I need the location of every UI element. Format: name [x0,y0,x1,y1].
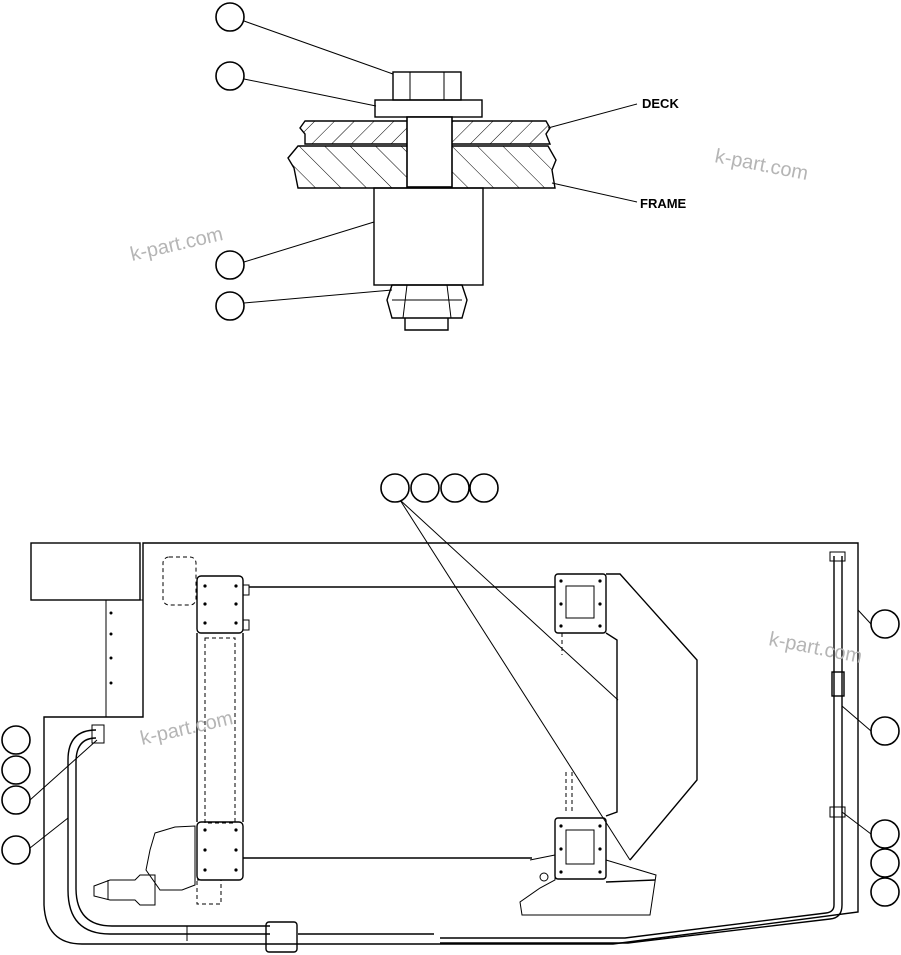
callout-circle [870,877,900,907]
right-lower-mount [554,817,607,880]
callout-circle [469,473,499,503]
callout-circle [380,473,410,503]
right-hydraulic-line [440,556,835,939]
right-upper-mount [554,573,607,634]
bolt-holes-column [109,611,113,685]
callout-circle [1,835,31,865]
deck-label: DECK [642,96,679,111]
watermark: k-part.com [713,145,810,185]
callout-circle [215,2,245,32]
watermark: k-part.com [138,707,235,750]
callout-circle [870,819,900,849]
callout-circle [1,785,31,815]
left-hydraulic-line [67,729,434,935]
deck-plan-view [1,473,900,953]
callout-circle [1,725,31,755]
frame-label: FRAME [640,196,687,211]
callout-circle [410,473,440,503]
callout-circle [1,755,31,785]
watermark: k-part.com [128,223,225,266]
bolt-head [392,71,462,101]
bolt-shank [406,116,453,188]
horn-fitting [93,874,156,906]
callout-circle [440,473,470,503]
bolt-joint-detail: DECK FRAME [215,2,687,331]
callout-circle [870,609,900,639]
nut [386,284,468,319]
callout-circle [870,716,900,746]
callout-circle [870,848,900,878]
washer [374,99,483,118]
line-clamp [265,921,298,953]
callout-circle [215,250,245,280]
left-upper-mount [196,575,244,634]
watermark: k-part.com [767,628,864,668]
callout-circle [215,291,245,321]
spacer [373,187,484,286]
callout-circle [215,61,245,91]
left-block [30,542,141,601]
deck-outline [43,542,859,945]
